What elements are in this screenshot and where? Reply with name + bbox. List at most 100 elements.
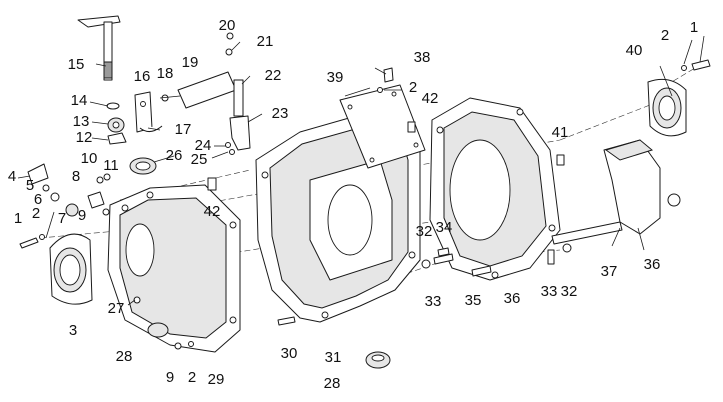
callout-10: 10 — [81, 150, 98, 167]
callout-41: 41 — [552, 124, 569, 141]
callout-24: 24 — [195, 137, 212, 154]
callout-33-left: 33 — [425, 293, 442, 310]
callout-36-right: 36 — [644, 256, 661, 273]
bolt-part-10 — [96, 176, 104, 184]
stud-part-33-right — [547, 249, 555, 265]
plug-part-27 — [133, 296, 141, 304]
rear-housing-part-36 — [429, 97, 561, 281]
callout-37: 37 — [601, 263, 618, 280]
callout-30: 30 — [281, 345, 298, 362]
callout-1-left: 1 — [14, 210, 22, 227]
washer-part-2-left — [39, 234, 45, 240]
callout-2-left: 2 — [32, 205, 40, 222]
callout-9-lower: 9 — [166, 369, 174, 386]
callout-36-center: 36 — [504, 290, 521, 307]
rod-part-22 — [233, 79, 244, 117]
seal-ring-part-26 — [129, 157, 157, 175]
callout-32-left: 32 — [416, 223, 433, 240]
dowel-part-42-top — [407, 121, 416, 133]
callout-39: 39 — [327, 69, 344, 86]
callout-20: 20 — [219, 17, 236, 34]
callout-42-left: 42 — [204, 203, 221, 220]
cap-part-28-left — [147, 322, 169, 338]
ring-part-7 — [65, 203, 79, 217]
callout-14: 14 — [71, 92, 88, 109]
nut-part-21 — [225, 48, 233, 56]
callout-21: 21 — [257, 33, 274, 50]
callout-28-bottom: 28 — [324, 375, 341, 392]
callout-34: 34 — [436, 219, 453, 236]
callout-23: 23 — [272, 105, 289, 122]
washer-part-25 — [229, 149, 235, 155]
washer-part-5 — [42, 184, 50, 192]
bracket-part-12 — [107, 132, 127, 145]
callout-33-right: 33 — [541, 283, 558, 300]
callout-17: 17 — [175, 121, 192, 138]
washer-part-9-lower — [174, 342, 182, 350]
callout-2-cover: 2 — [409, 79, 417, 96]
fitting-part-4 — [27, 163, 49, 185]
callout-5: 5 — [26, 177, 34, 194]
rear-cover-part-40 — [647, 78, 687, 137]
cover-part-3 — [49, 233, 93, 305]
dowel-part-42-left — [207, 177, 217, 191]
callout-18: 18 — [157, 65, 174, 82]
dowel-part-30 — [277, 316, 296, 326]
fork-bracket-part-36-right — [603, 139, 681, 235]
callout-1-right: 1 — [690, 19, 698, 36]
callout-3: 3 — [69, 322, 77, 339]
callout-32-right: 32 — [561, 283, 578, 300]
bolt-part-1-left — [19, 237, 39, 249]
washer-part-2-lower — [188, 341, 194, 347]
seal-part-13 — [107, 117, 125, 133]
callout-2-right: 2 — [661, 27, 669, 44]
callout-8: 8 — [72, 168, 80, 185]
callout-7: 7 — [58, 210, 66, 227]
washer-part-2-cover — [377, 87, 383, 93]
callout-6: 6 — [34, 191, 42, 208]
front-housing-part-29 — [107, 184, 241, 353]
callout-26: 26 — [166, 147, 183, 164]
dowel-part-41 — [556, 154, 565, 166]
callout-42-top: 42 — [422, 90, 439, 107]
callout-11: 11 — [103, 157, 119, 174]
callout-2-lower: 2 — [188, 369, 196, 386]
washer-part-14 — [106, 102, 120, 110]
callout-22: 22 — [265, 67, 282, 84]
callout-31: 31 — [325, 349, 342, 366]
cap-part-28-bottom — [365, 351, 391, 369]
plug-part-8 — [87, 191, 105, 209]
shaft-part-37 — [551, 221, 623, 245]
leader-lines — [17, 35, 705, 306]
ring-part-6 — [50, 192, 60, 202]
washer-part-2-right — [681, 65, 687, 71]
callout-19: 19 — [182, 54, 199, 71]
callout-25: 25 — [191, 151, 208, 168]
callout-28-left: 28 — [116, 348, 133, 365]
clevis-part-16 — [134, 91, 153, 133]
nut-part-32-left — [421, 259, 431, 269]
callout-9-upper: 9 — [78, 207, 86, 224]
callout-27: 27 — [108, 300, 125, 317]
callout-labels: 1 1 2 2 2 2 3 4 5 6 7 8 9 9 10 11 12 13 … — [8, 17, 698, 392]
bolt-part-1-right — [691, 59, 711, 71]
callout-38: 38 — [414, 49, 431, 66]
bolt-part-11 — [103, 173, 111, 181]
callout-35: 35 — [465, 292, 482, 309]
callout-4: 4 — [8, 168, 16, 185]
stud-part-33-left — [433, 253, 454, 265]
bracket-part-23 — [229, 115, 251, 151]
bolt-part-38 — [383, 67, 394, 83]
washer-part-9-upper — [102, 208, 110, 216]
callout-29: 29 — [208, 371, 225, 388]
stud-part-34 — [437, 247, 450, 257]
pin-part-24 — [225, 142, 231, 148]
callout-16: 16 — [134, 68, 151, 85]
callout-13: 13 — [73, 113, 90, 130]
nut-part-32-right — [562, 243, 572, 253]
callout-15: 15 — [68, 56, 85, 73]
callout-40: 40 — [626, 42, 643, 59]
stud-part-35 — [471, 265, 492, 277]
callout-12: 12 — [76, 129, 93, 146]
